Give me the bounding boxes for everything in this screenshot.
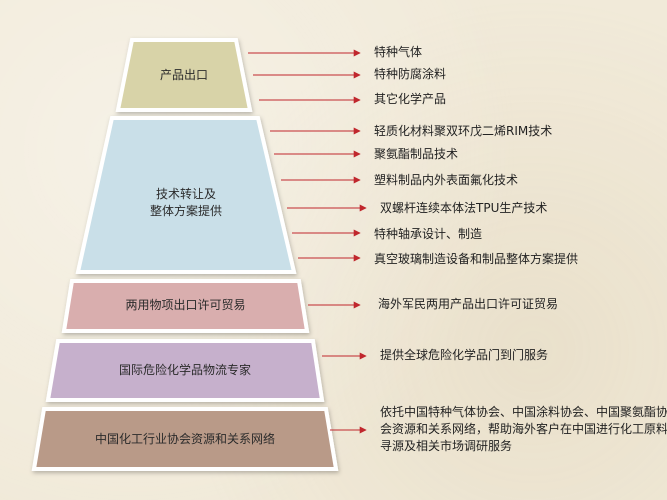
tech-item-3: 塑料制品内外表面氟化技术 — [374, 173, 519, 187]
hazchem-item: 提供全球危险化学品门到门服务 — [380, 348, 549, 362]
tech-item-2: 聚氨酯制品技术 — [374, 147, 459, 161]
layer-tech-shape — [75, 116, 297, 274]
layer-association-label: 中国化工行业协会资源和关系网络 — [94, 432, 275, 446]
export-item-2: 特种防腐涂料 — [374, 67, 447, 81]
tech-item-6: 真空玻璃制造设备和制品整体方案提供 — [374, 252, 579, 266]
layer-dualuse-label: 两用物项出口许可贸易 — [125, 298, 246, 312]
layer-association-shape — [31, 407, 339, 471]
layer-dualuse-shape — [61, 279, 310, 333]
layer-export-label: 产品出口 — [159, 68, 208, 82]
tech-item-5: 特种轴承设计、制造 — [374, 227, 483, 241]
association-item: 依托中国特种气体协会、中国涂料协会、中国聚氨酯协会资源和关系网络，帮助海外客户在… — [380, 405, 667, 453]
export-item-1: 特种气体 — [374, 45, 423, 59]
dualuse-item: 海外军民两用产品出口许可证贸易 — [378, 297, 559, 311]
layer-hazchem-shape — [45, 339, 325, 402]
layer-hazchem-label: 国际危险化学品物流专家 — [118, 363, 251, 377]
export-item-3: 其它化学产品 — [374, 92, 447, 106]
layer-export-shape — [115, 38, 253, 112]
layer-tech-label: 技术转让及 整体方案提供 — [149, 187, 222, 218]
tech-item-1: 轻质化材料聚双环戊二烯RIM技术 — [374, 124, 553, 138]
tech-item-4: 双螺杆连续本体法TPU生产技术 — [380, 201, 548, 215]
